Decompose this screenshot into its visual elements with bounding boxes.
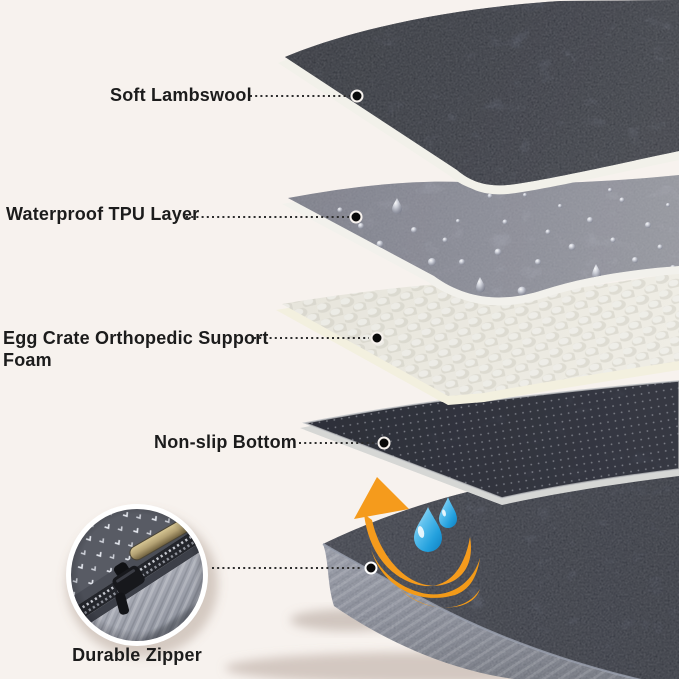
waterproof-tpu-layer [282,175,679,306]
lambswool-layer [278,0,679,195]
callout-label-egg-crate-foam: Egg Crate Orthopedic Support Foam [3,328,269,370]
water-drops-icon [414,497,457,552]
leader-dot-zipper [364,561,378,575]
zipper-closeup-photo [66,504,218,657]
leader-lines [186,95,376,569]
water-droplets [337,188,676,296]
callout-label-waterproof-tpu: Waterproof TPU Layer [6,204,200,224]
leader-dot-lambswool [350,89,364,103]
callout-label-soft-lambswool: Soft Lambswool [110,85,252,105]
mattress-top-surface [322,455,679,679]
water-repel-arrow-icon [354,477,480,608]
leader-dot-foam [370,331,384,345]
callout-label-non-slip-bottom: Non-slip Bottom [154,432,297,452]
leader-dot-tpu [349,210,363,224]
leader-dot-nonslip [377,436,391,450]
callout-label-durable-zipper: Durable Zipper [72,645,202,665]
mattress [225,455,679,679]
leader-dots [349,89,391,575]
